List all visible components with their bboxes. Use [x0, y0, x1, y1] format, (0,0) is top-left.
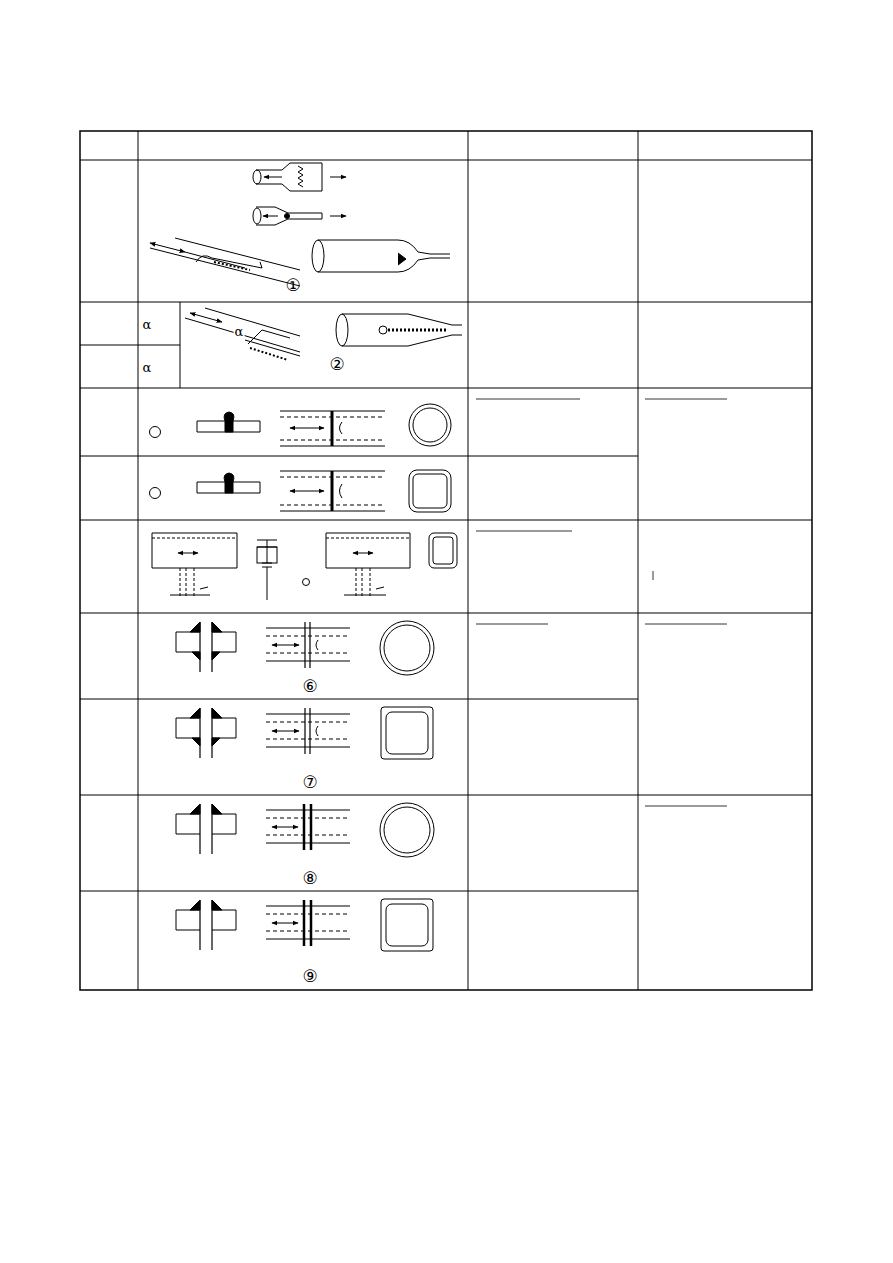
callout-number: ⑧: [302, 870, 317, 887]
callout-number: ⑨: [302, 968, 317, 985]
callout-number: ①: [285, 277, 300, 294]
angle-symbol: α: [142, 361, 153, 374]
callout-number: ⑥: [302, 678, 317, 695]
callout-number: ②: [329, 356, 344, 373]
angle-symbol: α: [234, 325, 245, 338]
callout-number: ⑦: [302, 774, 317, 791]
angle-symbol: α: [142, 318, 153, 331]
